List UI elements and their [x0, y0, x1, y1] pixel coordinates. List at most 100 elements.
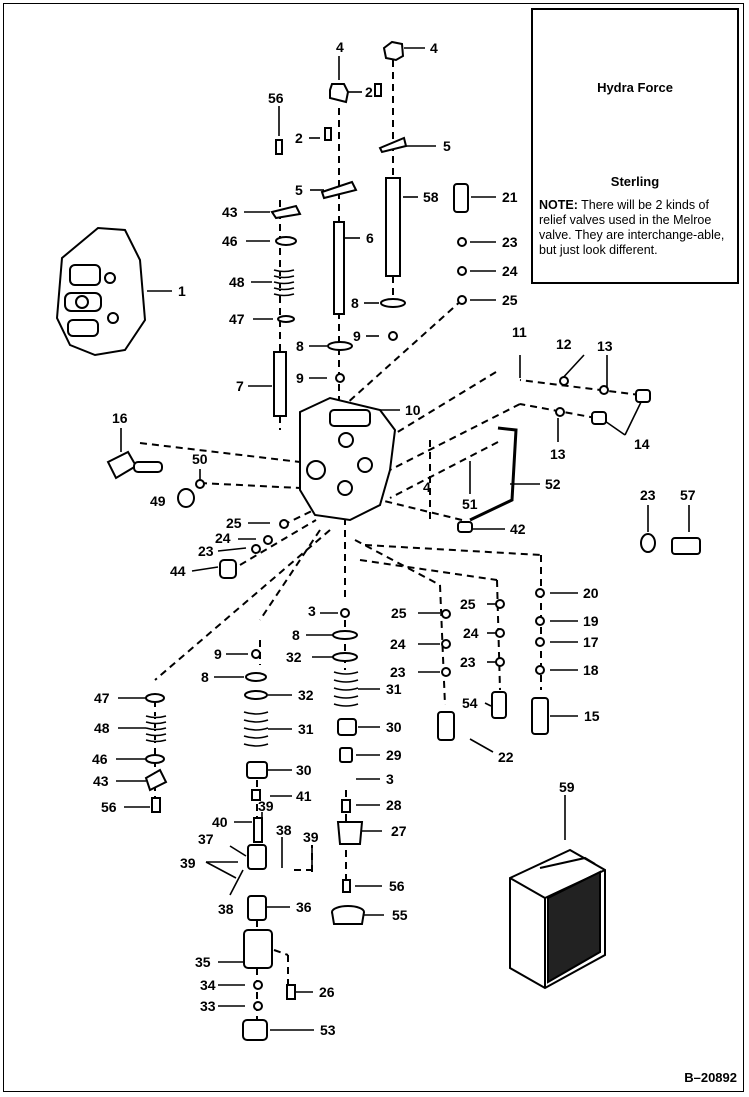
callout-8: 8: [296, 338, 304, 354]
callout-8: 8: [351, 295, 359, 311]
callout-17: 17: [583, 634, 599, 650]
valve-body-icon: [299, 396, 397, 522]
callout-2: 2: [365, 84, 373, 100]
callout-25: 25: [391, 605, 407, 621]
callout-23: 23: [460, 654, 476, 670]
callout-38: 38: [276, 822, 292, 838]
callout-46: 46: [92, 751, 108, 767]
callout-23: 23: [640, 487, 656, 503]
callout-23: 23: [502, 234, 518, 250]
page-border: [3, 3, 744, 1092]
callout-28: 28: [386, 797, 402, 813]
callout-34: 34: [200, 977, 216, 993]
note-body: There will be 2 kinds of relief valves u…: [539, 198, 725, 257]
callout-54: 54: [462, 695, 478, 711]
callout-43: 43: [222, 204, 238, 220]
callout-39: 39: [180, 855, 196, 871]
callout-7: 7: [236, 378, 244, 394]
drawing-number: B–20892: [684, 1070, 737, 1085]
callout-49: 49: [150, 493, 166, 509]
callout-23: 23: [390, 664, 406, 680]
callout-56: 56: [389, 878, 405, 894]
callout-40: 40: [212, 814, 228, 830]
callout-30: 30: [386, 719, 402, 735]
note-text: NOTE: There will be 2 kinds of relief va…: [539, 198, 737, 258]
callout-29: 29: [386, 747, 402, 763]
callout-41: 41: [296, 788, 312, 804]
callout-4: 4: [430, 40, 438, 56]
callout-12: 12: [556, 336, 572, 352]
hydra-force-label: Hydra Force: [597, 80, 673, 95]
callout-24: 24: [390, 636, 406, 652]
callout-14: 14: [634, 436, 650, 452]
callout-4: 4: [423, 479, 431, 495]
callout-52: 52: [545, 476, 561, 492]
callout-9: 9: [214, 646, 222, 662]
callout-24: 24: [463, 625, 479, 641]
callout-31: 31: [386, 681, 402, 697]
callout-8: 8: [292, 627, 300, 643]
callout-10: 10: [405, 402, 421, 418]
callout-5: 5: [443, 138, 451, 154]
callout-48: 48: [94, 720, 110, 736]
callout-56: 56: [101, 799, 117, 815]
relief-valve-legend: Hydra Force Sterling NOTE: There will be…: [531, 8, 739, 284]
sterling-label: Sterling: [610, 174, 660, 189]
callout-27: 27: [391, 823, 407, 839]
callout-18: 18: [583, 662, 599, 678]
callout-32: 32: [298, 687, 314, 703]
callout-23: 23: [198, 543, 214, 559]
callout-38: 38: [218, 901, 234, 917]
callout-22: 22: [498, 749, 514, 765]
callout-46: 46: [222, 233, 238, 249]
callout-25: 25: [502, 292, 518, 308]
callout-59: 59: [559, 779, 575, 795]
callout-24: 24: [502, 263, 518, 279]
callout-35: 35: [195, 954, 211, 970]
callout-13: 13: [597, 338, 613, 354]
callout-42: 42: [510, 521, 526, 537]
callout-39: 39: [258, 798, 274, 814]
callout-58: 58: [423, 189, 439, 205]
callout-1: 1: [178, 283, 186, 299]
callout-16: 16: [112, 410, 128, 426]
callout-9: 9: [296, 370, 304, 386]
callout-26: 26: [319, 984, 335, 1000]
callout-44: 44: [170, 563, 186, 579]
callout-48: 48: [229, 274, 245, 290]
callout-33: 33: [200, 998, 216, 1014]
callout-25: 25: [460, 596, 476, 612]
callout-3: 3: [386, 771, 394, 787]
callout-20: 20: [583, 585, 599, 601]
callout-6: 6: [366, 230, 374, 246]
callout-8: 8: [201, 669, 209, 685]
callout-57: 57: [680, 487, 696, 503]
callout-56: 56: [268, 90, 284, 106]
callout-30: 30: [296, 762, 312, 778]
callout-21: 21: [502, 189, 518, 205]
callout-31: 31: [298, 721, 314, 737]
callout-53: 53: [320, 1022, 336, 1038]
callout-25: 25: [226, 515, 242, 531]
callout-36: 36: [296, 899, 312, 915]
callout-24: 24: [215, 530, 231, 546]
callout-51: 51: [462, 496, 478, 512]
callout-5: 5: [295, 182, 303, 198]
callout-4: 4: [336, 39, 344, 55]
callout-47: 47: [94, 690, 110, 706]
callout-2: 2: [295, 130, 303, 146]
callout-19: 19: [583, 613, 599, 629]
callout-11: 11: [512, 324, 527, 340]
callout-13: 13: [550, 446, 566, 462]
note-label: NOTE:: [539, 198, 578, 212]
callout-43: 43: [93, 773, 109, 789]
callout-32: 32: [286, 649, 302, 665]
callout-37: 37: [198, 831, 214, 847]
callout-3: 3: [308, 603, 316, 619]
callout-50: 50: [192, 451, 208, 467]
callout-15: 15: [584, 708, 600, 724]
callout-47: 47: [229, 311, 245, 327]
callout-9: 9: [353, 328, 361, 344]
